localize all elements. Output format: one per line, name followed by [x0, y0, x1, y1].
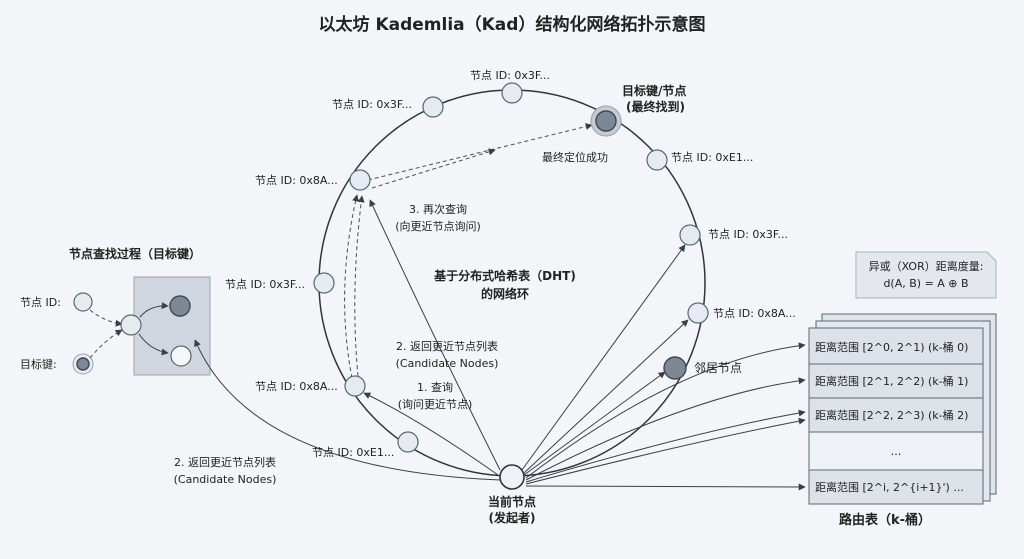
step-query-sub: (询问更近节点)	[398, 398, 473, 411]
routing-table	[808, 313, 997, 505]
ring-node-right1[interactable]	[646, 149, 668, 171]
step-requery-sub: (向更近节点询问)	[395, 219, 481, 233]
ring-node-top1[interactable]	[501, 82, 523, 104]
target-sublabel: (最终找到)	[626, 99, 685, 114]
lookup-target-key-label: 目标键:	[20, 357, 57, 371]
lookup-closer-node	[169, 295, 191, 317]
ring-node-left4[interactable]	[397, 431, 419, 453]
target-key-icon	[76, 357, 90, 371]
lookup-dash-1	[89, 309, 123, 327]
xor-note	[855, 251, 997, 299]
ring-node-label: 节点 ID: 0x3F...	[708, 228, 788, 241]
step-return-outer-sub: (Candidate Nodes)	[174, 473, 277, 486]
target-label: 目标键/节点	[622, 83, 686, 98]
ring-node-label: 节点 ID: 0x8A...	[255, 174, 338, 187]
ring-node-right2[interactable]	[679, 224, 701, 246]
ring-node-label: 节点 ID: 0xE1...	[312, 446, 394, 459]
k-bucket-label: 距离范围 [2^i, 2^{i+1}') ...	[815, 480, 964, 494]
step-return-inner-sub: (Candidate Nodes)	[396, 357, 499, 370]
diagram-title: 以太坊 Kademlia（Kad）结构化网络拓扑示意图	[319, 14, 706, 35]
step-query: 1. 查询	[417, 380, 453, 394]
lookup-other-node	[170, 345, 192, 367]
query-arrows	[194, 123, 806, 491]
ring-node-label: 节点 ID: 0x8A...	[713, 307, 796, 320]
ring-node-left1[interactable]	[349, 169, 371, 191]
ring-node-left3[interactable]	[344, 375, 366, 397]
lookup-dash-2	[89, 329, 123, 359]
ring-node-right3[interactable]	[687, 302, 709, 324]
neighbor-label: 邻居节点	[694, 361, 742, 375]
ring-node-label: 节点 ID: 0x3F...	[225, 278, 305, 291]
ring-node-label: 节点 ID: 0x3F...	[470, 69, 550, 82]
lookup-arrow-up	[139, 302, 169, 318]
ring-node-left2[interactable]	[313, 272, 335, 294]
ring-label-1: 基于分布式哈希表（DHT)	[433, 268, 576, 283]
ring-node-label: 节点 ID: 0x3F...	[332, 98, 412, 111]
xor-note-title: 异或（XOR）距离度量:	[869, 259, 984, 273]
current-node[interactable]	[499, 464, 525, 490]
ring-node-label: 节点 ID: 0xE1...	[671, 151, 753, 164]
lookup-mid-node	[120, 314, 142, 336]
ring-node-top2[interactable]	[422, 96, 444, 118]
lookup-node-icon	[73, 292, 93, 312]
k-bucket-label: 距离范围 [2^1, 2^2) (k-桶 1)	[815, 374, 968, 388]
k-bucket-row[interactable]	[808, 363, 984, 399]
k-bucket-label: 距离范围 [2^0, 2^1) (k-桶 0)	[815, 340, 968, 354]
current-label: 当前节点	[488, 494, 536, 509]
k-bucket-label: ...	[891, 445, 902, 458]
routing-table-title: 路由表（k-桶）	[839, 512, 931, 528]
xor-note-formula: d(A, B) = A ⊕ B	[883, 277, 968, 290]
found-label: 最终定位成功	[542, 150, 608, 164]
lookup-title: 节点查找过程（目标键）	[69, 246, 201, 261]
lookup-node-id-label: 节点 ID:	[20, 296, 61, 309]
k-bucket-label: 距离范围 [2^2, 2^3) (k-桶 2)	[815, 408, 968, 422]
lookup-arrow-down	[138, 333, 169, 356]
ring-node-label: 节点 ID: 0x8A...	[255, 380, 338, 393]
k-bucket-row[interactable]	[808, 469, 984, 505]
step-requery: 3. 再次查询	[409, 202, 467, 216]
step-return-inner: 2. 返回更近节点列表	[396, 339, 498, 353]
current-sublabel: (发起者)	[489, 510, 536, 525]
k-bucket-row[interactable]	[808, 431, 984, 471]
k-bucket-row[interactable]	[808, 397, 984, 433]
step-return-outer: 2. 返回更近节点列表	[174, 455, 276, 469]
target-node[interactable]	[595, 110, 617, 132]
neighbor-node[interactable]	[663, 356, 687, 380]
dht-ring	[318, 89, 706, 477]
ring-label-2: 的网络环	[481, 286, 529, 301]
